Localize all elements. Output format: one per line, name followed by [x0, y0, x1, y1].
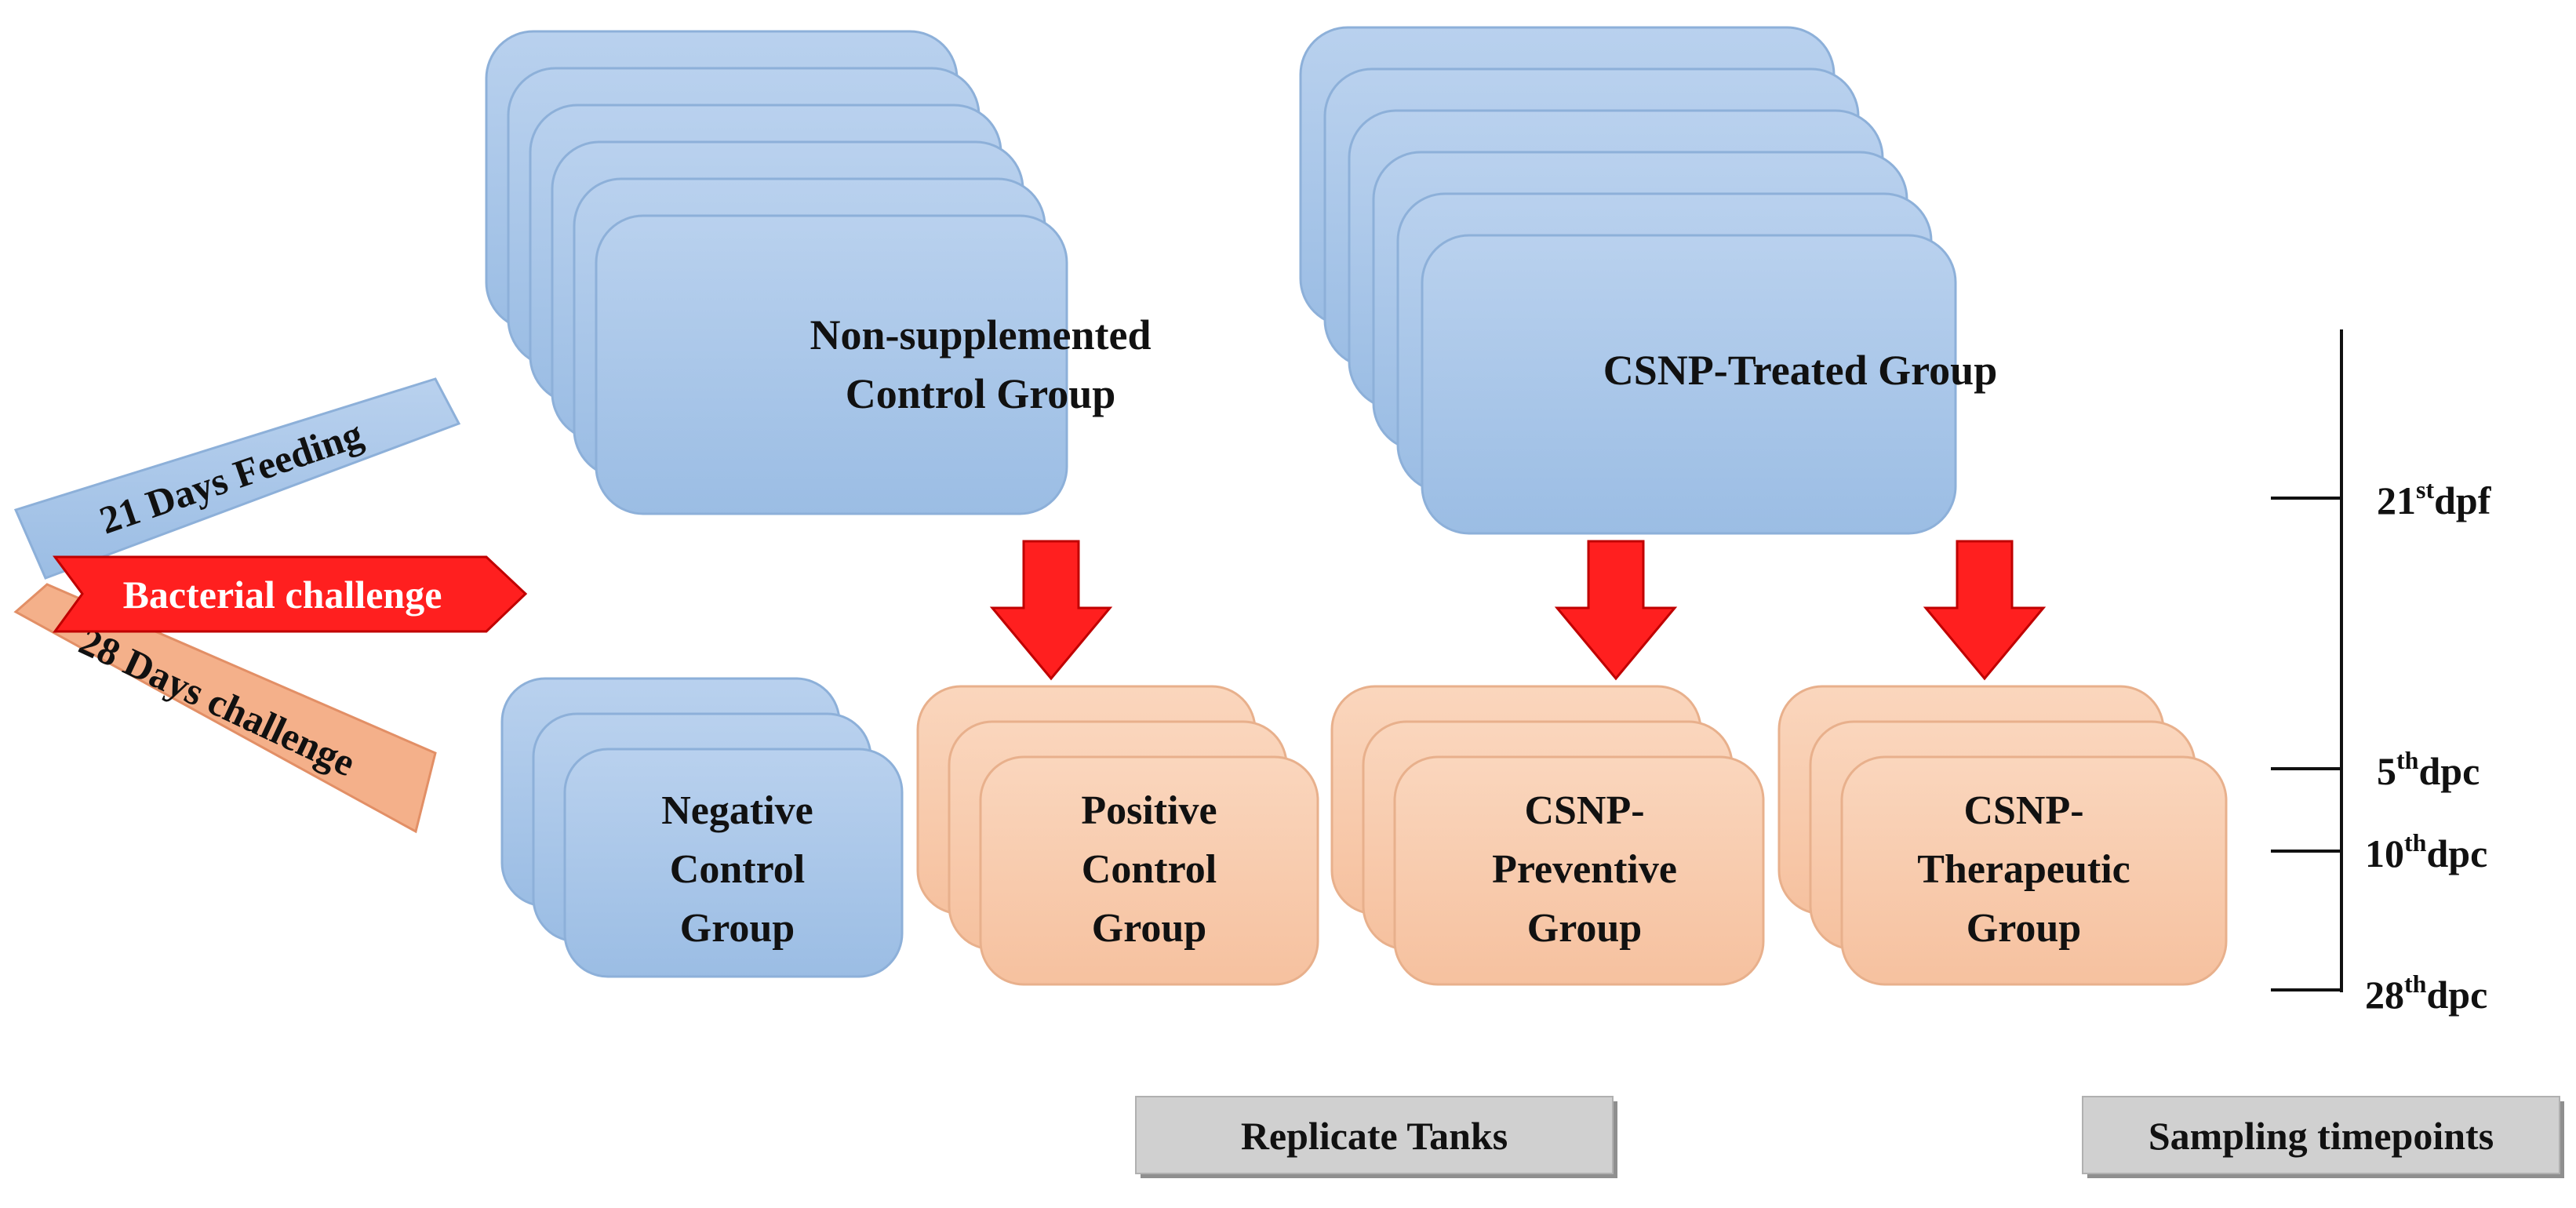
sampling-timepoints-box: Sampling timepoints — [2082, 1096, 2564, 1178]
timepoint-10dpc: 10thdpc — [2365, 828, 2487, 875]
positive-control-label-line3: Group — [1092, 906, 1206, 951]
non-supplemented-card-6 — [595, 214, 1068, 515]
csnp-therapeutic-group-stack — [1777, 685, 2228, 986]
csnp-treated-card-6 — [1421, 234, 1957, 535]
sampling-timeline: 21stdpf 5thdpc 10thdpc 28thdpc — [2271, 329, 2492, 1017]
negative-control-label-line1: Negative — [661, 788, 813, 833]
non-supplemented-group-stack — [485, 30, 1068, 515]
negative-control-label-line2: Control — [670, 847, 805, 892]
negative-control-card-3 — [563, 748, 904, 978]
positive-control-group-stack — [916, 685, 1319, 986]
down-arrow-positive — [989, 540, 1113, 681]
csnp-therapeutic-label-line2: Therapeutic — [1917, 847, 2130, 892]
replicate-tanks-label: Replicate Tanks — [1241, 1114, 1508, 1158]
bacterial-challenge-label: Bacterial challenge — [123, 573, 442, 617]
timepoint-28dpc: 28thdpc — [2365, 970, 2487, 1017]
positive-control-card-3 — [979, 755, 1319, 986]
timeline-tick-28dpc — [2271, 988, 2343, 992]
positive-control-label-line2: Control — [1082, 847, 1217, 892]
sampling-timepoints-label: Sampling timepoints — [2148, 1114, 2494, 1158]
csnp-preventive-label-line2: Preventive — [1492, 847, 1677, 892]
csnp-preventive-group-stack — [1330, 685, 1765, 986]
bacterial-challenge-arrow: Bacterial challenge — [53, 555, 528, 633]
csnp-therapeutic-label-line1: CSNP- — [1963, 788, 2083, 833]
negative-control-group-stack — [500, 677, 904, 978]
down-arrow-therapeutic — [1923, 540, 2047, 681]
csnp-therapeutic-label-line3: Group — [1967, 906, 2081, 951]
replicate-tanks-box: Replicate Tanks — [1135, 1096, 1617, 1178]
down-arrow-preventive — [1554, 540, 1678, 681]
negative-control-label-line3: Group — [680, 906, 795, 951]
non-supplemented-label-line1: Non-supplemented — [810, 311, 1151, 358]
csnp-preventive-label-line3: Group — [1527, 906, 1642, 951]
timepoint-21dpf: 21stdpf — [2377, 475, 2492, 522]
csnp-treated-label: CSNP-Treated Group — [1603, 347, 1998, 394]
positive-control-label-line1: Positive — [1081, 788, 1217, 833]
csnp-preventive-label-line1: CSNP- — [1524, 788, 1644, 833]
csnp-treated-group-stack — [1299, 26, 1957, 535]
csnp-therapeutic-card-3 — [1840, 755, 2228, 986]
timepoint-5dpc: 5thdpc — [2377, 746, 2480, 793]
csnp-preventive-card-3 — [1393, 755, 1765, 986]
non-supplemented-label-line2: Control Group — [846, 370, 1116, 417]
feeding-phase-arrow: 21 Days Feeding — [13, 377, 461, 580]
